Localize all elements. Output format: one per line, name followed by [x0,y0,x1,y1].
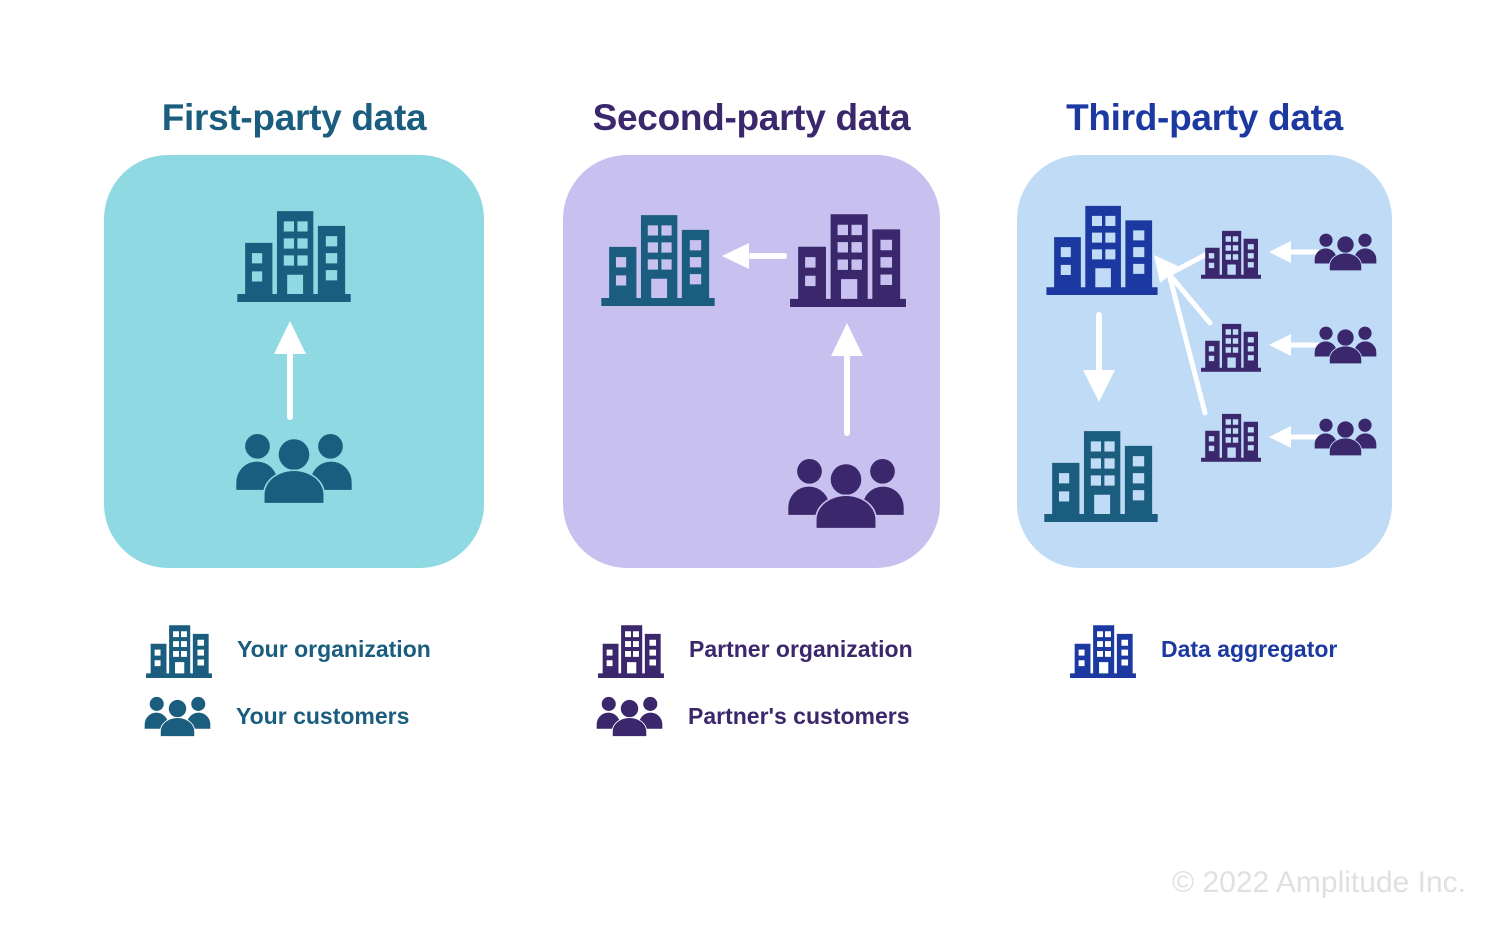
partner-organization-building-icon [1201,319,1261,372]
left-arrow-row-2 [1269,334,1321,356]
legend-your-customers: Your customers [144,695,409,737]
partner-organization-building-icon [1201,226,1261,279]
third-party-title: Third-party data [1066,97,1343,138]
first-party-title: First-party data [161,97,427,138]
second-party-panel [563,155,940,568]
data-aggregator-building-icon [1046,197,1158,295]
legend-label: Partner's customers [688,702,910,729]
copyright-text: © 2022 Amplitude Inc. [1172,866,1466,899]
legend-partners-customers: Partner's customers [596,695,910,737]
partners-customers-people-icon [787,456,905,529]
left-arrow [722,243,787,269]
people-icon [596,695,663,737]
building-icon [146,620,212,678]
legend-label: Data aggregator [1161,635,1338,662]
partner-organization-building-icon [1201,409,1261,462]
your-organization-building-icon [601,206,715,306]
partners-customers-people-icon [1314,417,1377,456]
your-organization-building-icon [237,202,351,302]
legend-partner-organization: Partner organization [598,620,913,678]
up-arrow [831,323,863,436]
your-customers-people-icon [235,431,353,504]
legend-label: Your customers [236,702,410,729]
legend-data-aggregator: Data aggregator [1070,620,1337,678]
third-party-panel [1017,155,1392,568]
partners-customers-people-icon [1314,232,1377,271]
left-arrow-row-3 [1269,426,1321,448]
building-icon [598,620,664,678]
down-arrow [1083,312,1115,402]
legend-label: Partner organization [689,635,913,662]
first-party-panel [104,155,484,568]
people-icon [144,695,211,737]
second-party-title: Second-party data [592,97,911,138]
partners-customers-people-icon [1314,325,1377,364]
legend-label: Your organization [237,635,431,662]
building-icon [1070,620,1136,678]
left-arrow-row-1 [1269,241,1321,263]
up-arrow [274,321,306,420]
legend-your-organization: Your organization [146,620,431,678]
partner-organization-building-icon [790,205,906,307]
your-organization-building-icon [1044,422,1158,522]
